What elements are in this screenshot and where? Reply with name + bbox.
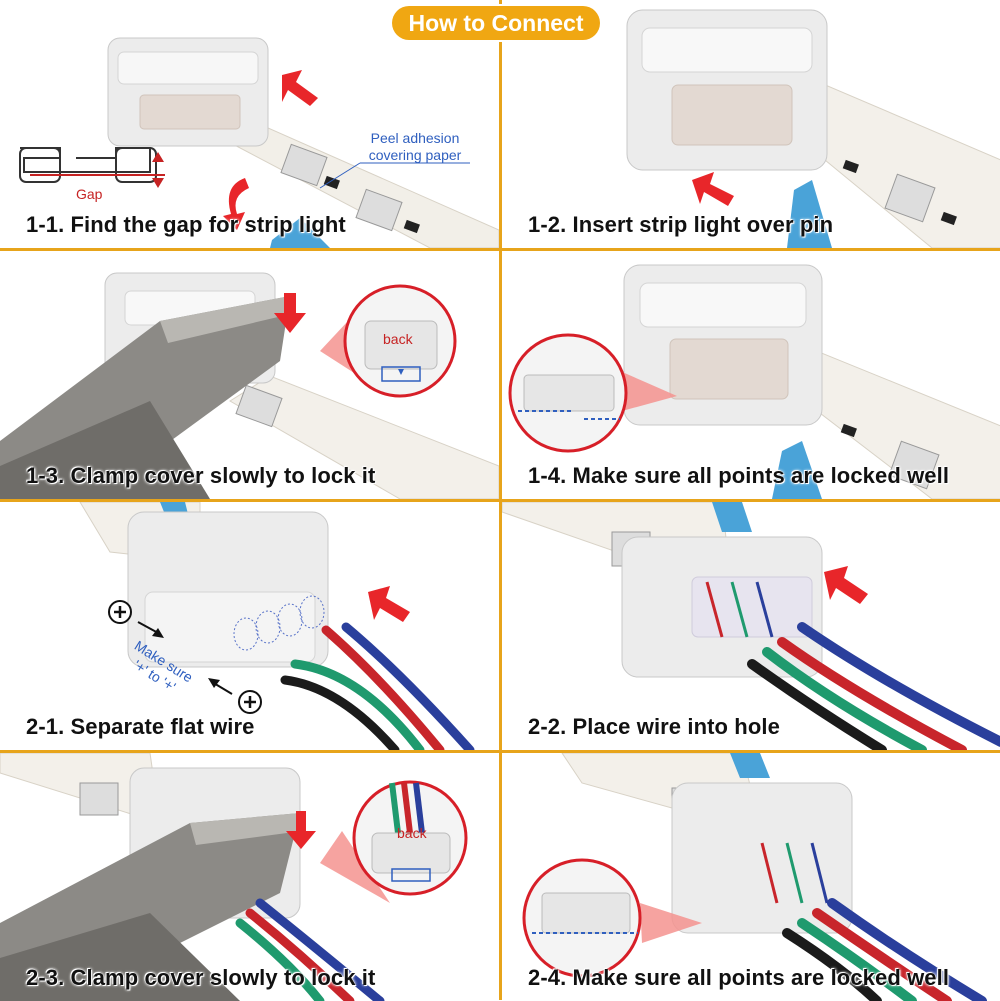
red-arrow-icon	[286, 811, 316, 849]
connector-body	[127, 511, 329, 668]
magnifier-callout-icon	[508, 333, 677, 453]
back-label: back	[383, 331, 413, 347]
step-panel-2-2: 2-2. Place wire into hole	[502, 502, 1000, 750]
row-divider-1	[0, 248, 1000, 251]
step-panel-1-1: Gap Peel adhesion covering paper 1-1. Fi…	[0, 0, 499, 248]
step-panel-1-4: 1-4. Make sure all points are locked wel…	[502, 251, 1000, 499]
step-caption: 1-4. Make sure all points are locked wel…	[528, 463, 950, 488]
step-panel-1-2: 1-2. Insert strip light over pin	[502, 0, 1000, 248]
led-strip	[0, 753, 161, 824]
connector-body	[671, 782, 853, 934]
gap-diagram	[19, 147, 165, 188]
wires	[747, 622, 1000, 750]
connector-body	[623, 264, 823, 426]
step-1-2-illustration	[626, 9, 1000, 248]
step-caption: 1-1. Find the gap for strip light	[26, 212, 346, 237]
step-caption: 1-2. Insert strip light over pin	[528, 212, 834, 237]
step-panel-2-1: Make sure '+' to '+' 2-1. Separate flat …	[0, 502, 499, 750]
step-2-1-illustration	[79, 502, 475, 750]
step-1-4-illustration	[508, 264, 1000, 499]
plus-circle-icon	[238, 690, 262, 714]
wires	[782, 898, 987, 1001]
step-2-2-illustration	[502, 502, 1000, 750]
step-caption: 2-3. Clamp cover slowly to lock it	[26, 965, 376, 990]
gap-label: Gap	[76, 186, 103, 202]
peel-note-line2: covering paper	[368, 147, 462, 163]
step-2-3-illustration	[0, 753, 468, 1001]
step-1-1-illustration	[19, 37, 499, 248]
wires	[280, 622, 475, 750]
plus-circle-icon	[108, 600, 132, 624]
connector-body	[107, 37, 269, 147]
step-panel-1-3: back 1-3. Clamp cover slowly to lock it	[0, 251, 499, 499]
step-panel-2-3: back 2-3. Clamp cover slowly to lock it	[0, 753, 499, 1001]
connector-body	[626, 9, 828, 171]
row-divider-2	[0, 499, 1000, 502]
step-2-4-illustration	[522, 753, 987, 1001]
step-panel-2-4: 2-4. Make sure all points are locked wel…	[502, 753, 1000, 1001]
connector-body	[621, 536, 823, 678]
step-caption: 2-2. Place wire into hole	[528, 714, 780, 739]
step-caption: 2-1. Separate flat wire	[26, 714, 255, 739]
row-divider-3	[0, 750, 1000, 753]
back-label: back	[397, 825, 427, 841]
red-arrow-icon	[282, 70, 318, 106]
wires	[235, 898, 385, 1001]
red-arrow-icon	[692, 172, 734, 206]
magnifier-callout-icon	[320, 780, 468, 903]
magnifier-callout-icon	[320, 284, 457, 398]
step-caption: 1-3. Clamp cover slowly to lock it	[26, 463, 376, 488]
red-arrow-icon	[368, 586, 410, 622]
red-arrow-icon	[274, 293, 306, 333]
page-title: How to Connect	[392, 6, 600, 40]
peel-note-line1: Peel adhesion	[370, 130, 460, 146]
magnifier-callout-icon	[522, 858, 702, 978]
peel-note: Peel adhesion covering paper	[360, 130, 470, 164]
pliers	[0, 296, 295, 499]
led-strip	[224, 119, 499, 248]
step-1-3-illustration	[0, 272, 499, 499]
pliers	[0, 813, 302, 1001]
step-caption: 2-4. Make sure all points are locked wel…	[528, 965, 950, 990]
red-arrow-icon	[223, 178, 249, 230]
red-arrow-icon	[824, 566, 868, 604]
